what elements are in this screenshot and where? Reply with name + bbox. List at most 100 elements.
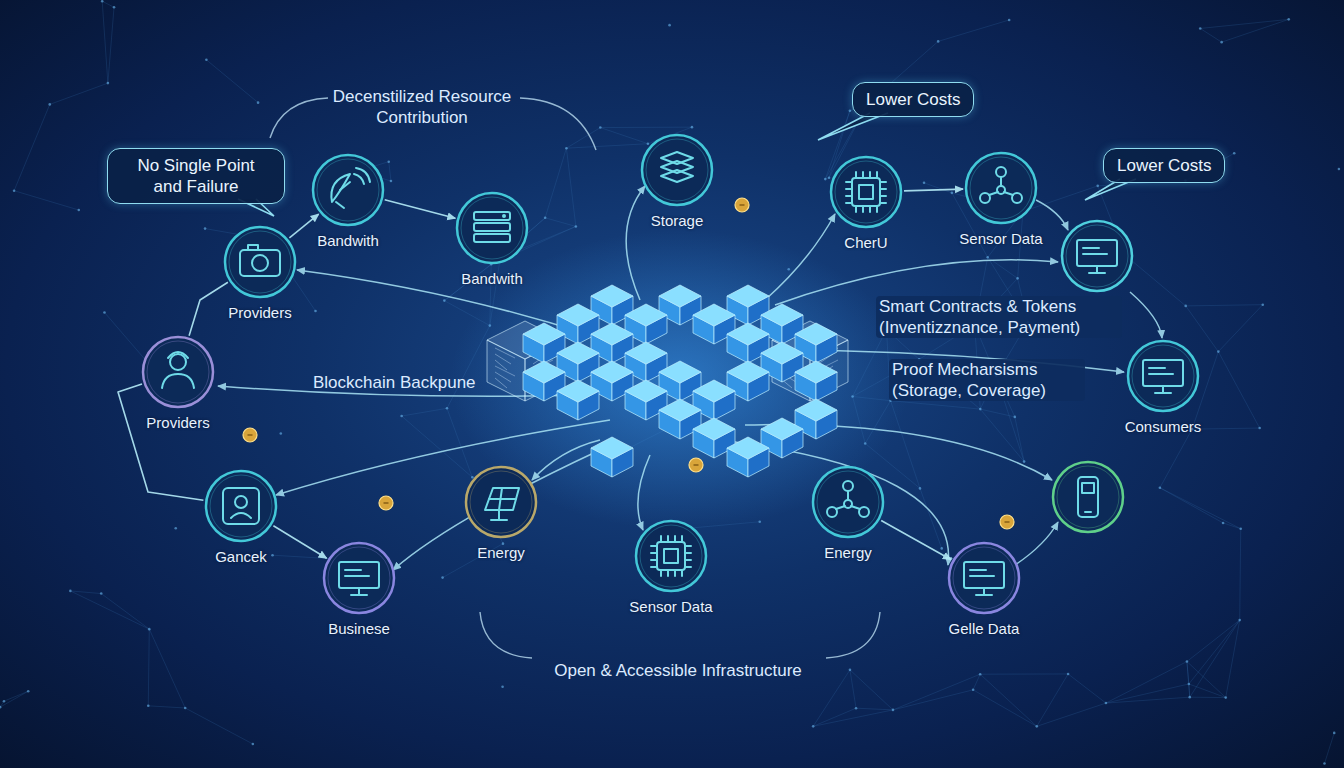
icon-stroke <box>498 510 500 520</box>
icon-stroke <box>989 192 998 195</box>
network-dot <box>271 554 274 557</box>
connector <box>189 282 228 335</box>
network-line <box>1106 697 1190 703</box>
coin-mark <box>248 434 253 435</box>
network-line <box>1068 674 1106 703</box>
network-dot <box>575 225 578 228</box>
network-line <box>101 594 149 630</box>
cube-face <box>557 304 599 326</box>
node-ring <box>1057 466 1119 528</box>
network-line <box>185 708 253 744</box>
node-label: Providers <box>146 414 209 432</box>
network-line <box>50 83 108 104</box>
icon-stroke <box>351 594 367 596</box>
cube-face <box>693 304 735 326</box>
node-ring <box>470 471 532 533</box>
node-ring <box>970 157 1032 219</box>
cube-face <box>727 323 769 345</box>
icon-stroke <box>651 559 656 561</box>
network-line <box>1186 305 1263 306</box>
network-dot <box>1220 41 1223 44</box>
icon-stroke <box>474 223 510 231</box>
resource-node: Energy <box>810 464 886 562</box>
network-line <box>850 670 893 710</box>
network-line <box>566 128 600 149</box>
network-line <box>1218 352 1259 428</box>
icon-stroke <box>491 519 507 521</box>
icon-stroke <box>852 178 880 206</box>
network-dot <box>100 592 103 595</box>
network-line <box>1160 488 1241 529</box>
network-line <box>1106 684 1189 703</box>
network-line <box>1240 529 1241 620</box>
cube-face <box>795 323 837 345</box>
node-circle <box>457 193 527 263</box>
node-label: Energy <box>824 544 872 562</box>
network-dot <box>1067 673 1070 676</box>
network-line <box>980 674 1037 726</box>
network-line <box>1190 620 1240 697</box>
icon-stroke <box>1089 272 1105 274</box>
icon-stroke <box>846 195 851 197</box>
icon-stroke <box>846 188 851 190</box>
network-line <box>924 183 952 193</box>
connector <box>385 200 456 219</box>
icon-stroke <box>1082 483 1094 493</box>
network-dot <box>812 725 815 728</box>
node-ring <box>328 547 390 609</box>
network-line <box>545 148 566 218</box>
icon-stroke <box>489 498 516 500</box>
icon-stroke <box>681 536 683 541</box>
icon-stroke <box>340 182 350 190</box>
node-shape <box>454 190 530 266</box>
callout-bubble: Lower Costs <box>1103 148 1225 183</box>
icon-stroke <box>223 488 259 524</box>
network-line <box>70 591 101 594</box>
network-dot <box>599 126 602 129</box>
network-line <box>1192 428 1260 429</box>
icon-stroke <box>983 588 985 594</box>
cube-face <box>625 380 667 402</box>
node-shape <box>963 150 1039 226</box>
icon-stroke <box>1000 177 1002 186</box>
node-circle <box>1062 221 1132 291</box>
icon-stroke <box>1077 240 1117 266</box>
network-dot <box>1261 303 1264 306</box>
node-ring <box>953 547 1015 609</box>
network-dot <box>691 126 694 129</box>
connector <box>881 521 951 560</box>
text-label: Proof Mecharsisms (Storage, Coverage) <box>889 359 1085 401</box>
network-line <box>1037 674 1068 726</box>
cube-face <box>761 304 803 326</box>
icon-stroke <box>1096 266 1098 272</box>
brackets <box>270 98 880 658</box>
network-dot <box>1222 522 1225 525</box>
coin-mark <box>1005 521 1010 522</box>
icon-stroke <box>162 374 194 388</box>
network-dot <box>48 103 51 106</box>
node-shape <box>639 132 715 208</box>
network-dot <box>892 709 895 712</box>
icon-stroke <box>846 181 851 183</box>
block-cube <box>795 361 837 401</box>
icon-stroke <box>876 172 878 177</box>
network-dot <box>390 180 393 183</box>
network-dot <box>849 669 852 672</box>
cube-face <box>557 380 599 402</box>
icon-stroke <box>686 566 691 568</box>
icon <box>1077 240 1117 273</box>
network-dot <box>443 299 446 302</box>
network-line <box>938 20 1009 41</box>
network-dot <box>257 101 260 104</box>
connector <box>273 526 326 558</box>
network-line <box>70 591 149 629</box>
network-dot <box>441 576 444 579</box>
icon-stroke <box>862 207 864 212</box>
network-line <box>566 148 575 226</box>
network-line <box>102 1 114 7</box>
network-line <box>1200 19 1289 28</box>
icon-stroke <box>1149 373 1173 375</box>
resource-node: Sensor Data <box>959 150 1042 248</box>
cube-face <box>693 380 735 402</box>
node-circle <box>813 467 883 537</box>
